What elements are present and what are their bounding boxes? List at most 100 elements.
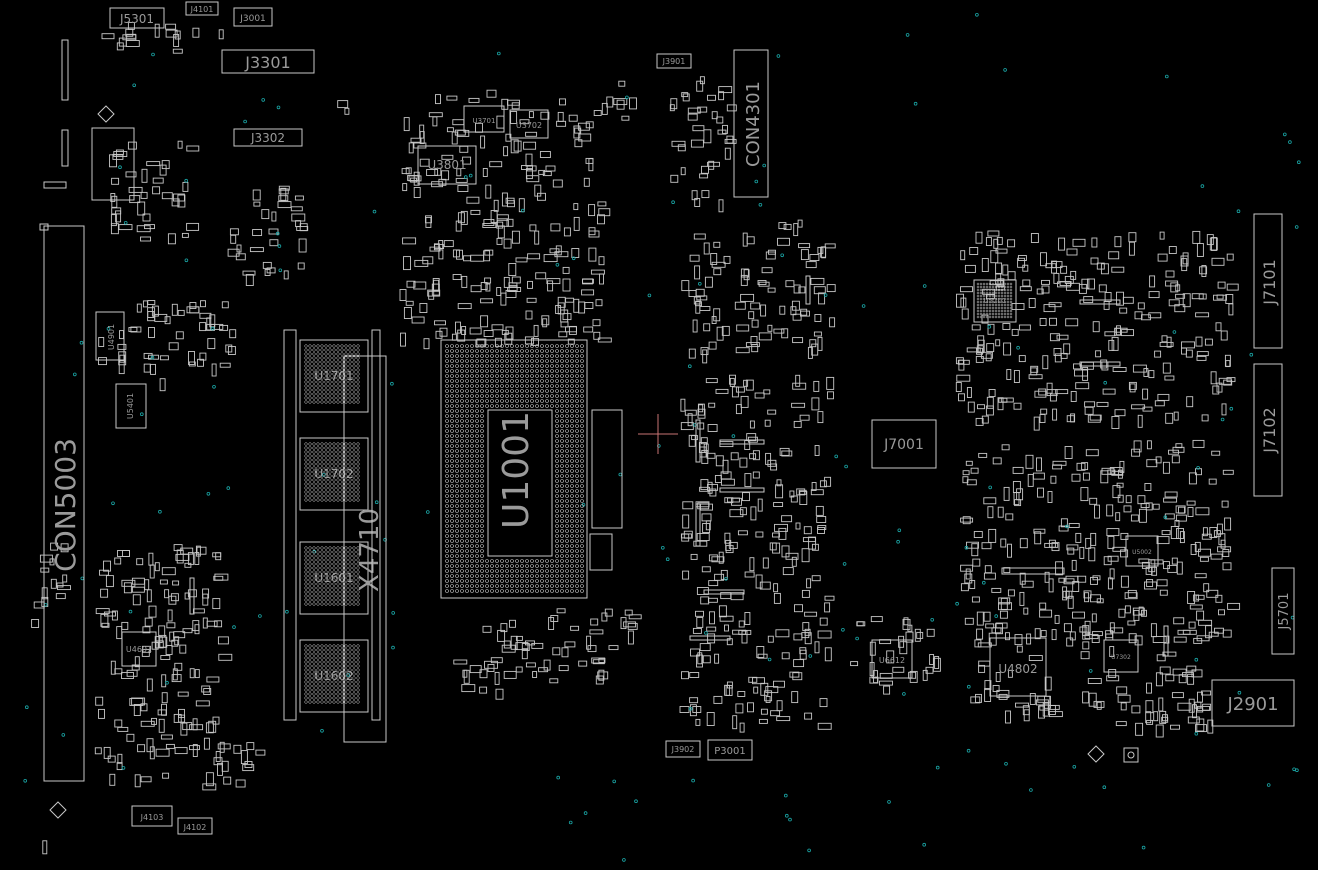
smd-pad <box>592 319 601 327</box>
bga-ball <box>450 544 454 548</box>
component-con4301[interactable]: CON4301 <box>733 49 769 198</box>
bga-ball <box>555 374 559 378</box>
bga-ball <box>480 549 484 553</box>
bga-ball <box>520 384 524 388</box>
via <box>1295 768 1299 772</box>
smd-pad <box>1215 594 1223 603</box>
smd-pad <box>682 570 690 580</box>
smd-pad <box>690 139 704 148</box>
bga-ball <box>545 559 549 563</box>
smd-pad <box>1037 487 1044 498</box>
smd-pad <box>754 392 765 399</box>
smd-pad <box>160 655 171 660</box>
smd-pad <box>689 672 700 678</box>
smd-pad <box>1155 672 1163 687</box>
smd-pad <box>188 351 195 365</box>
ball-pad <box>312 372 316 376</box>
component-u4901[interactable]: U4901 <box>95 311 125 361</box>
smd-pad <box>987 230 1000 237</box>
smd-pad <box>1187 716 1200 724</box>
bga-ball <box>580 424 584 428</box>
component-u3701[interactable]: U3701 <box>463 105 505 133</box>
bga-ball <box>565 489 569 493</box>
bga-ball <box>560 529 564 533</box>
smd-pad <box>696 533 710 541</box>
smd-pad <box>180 547 194 555</box>
bga-ball <box>545 574 549 578</box>
smd-pad <box>773 680 785 688</box>
smd-pad <box>154 562 160 572</box>
via <box>583 811 588 815</box>
ball-pad <box>324 356 328 360</box>
ball-pad <box>332 348 336 352</box>
bga-ball <box>470 539 474 543</box>
bga-ball <box>555 464 559 468</box>
smd-pad <box>249 247 264 253</box>
smd-pad <box>1220 330 1228 341</box>
bga-ball <box>575 539 579 543</box>
component-j4101[interactable]: J4101 <box>185 1 219 16</box>
smd-pad <box>413 281 427 290</box>
smd-pad <box>186 222 200 231</box>
smd-pad <box>586 635 592 650</box>
ball-pad <box>336 364 340 368</box>
component-j3901[interactable]: J3901 <box>656 53 692 69</box>
smd-pad <box>850 661 859 667</box>
smd-pad <box>278 195 289 202</box>
ball-pad <box>328 360 332 364</box>
smd-pad <box>1039 318 1047 326</box>
smd-pad <box>698 442 707 453</box>
smd-pad <box>142 626 151 634</box>
component-u3801[interactable]: U3801 <box>417 145 477 185</box>
bga-ball <box>480 504 484 508</box>
bga-ball <box>580 479 584 483</box>
component-j3301[interactable]: J3301 <box>221 49 315 74</box>
smd-pad <box>697 106 708 113</box>
component-u3702[interactable]: U3702 <box>509 109 549 139</box>
bga-ball <box>570 439 574 443</box>
smd-pad <box>1053 348 1062 356</box>
smd-pad <box>681 533 690 542</box>
bga-ball <box>480 584 484 588</box>
smd-pad <box>221 760 229 772</box>
bga-ball <box>580 369 584 373</box>
smd-pad <box>1027 473 1034 487</box>
smd-pad <box>899 641 908 655</box>
bga-ball <box>530 379 534 383</box>
smd-pad <box>743 379 749 387</box>
smd-pad <box>608 645 619 651</box>
smd-pad <box>966 479 977 486</box>
ball-pad <box>340 364 344 368</box>
bga-ball <box>570 534 574 538</box>
smd-pad <box>883 685 891 695</box>
bga-ball <box>465 584 469 588</box>
bga-ball <box>580 549 584 553</box>
bga-ball <box>580 434 584 438</box>
bga-ball <box>575 524 579 528</box>
ball-pad <box>332 364 336 368</box>
smd-pad <box>744 612 751 625</box>
bga-ball <box>475 524 479 528</box>
smd-pad <box>1120 575 1129 588</box>
component-u5401[interactable]: U5401 <box>115 383 147 429</box>
bga-ball <box>465 589 469 593</box>
bga-ball <box>580 554 584 558</box>
component-j5301[interactable]: J5301 <box>109 7 165 29</box>
smd-pad <box>730 452 739 461</box>
component-j3302[interactable]: J3302 <box>233 128 303 147</box>
bga-ball <box>460 424 464 428</box>
bga-ball <box>580 409 584 413</box>
component-j3001[interactable]: J3001 <box>233 7 273 27</box>
smd-pad <box>765 686 779 694</box>
component-con5003[interactable]: CON5003 <box>39 223 85 782</box>
smd-pad <box>1022 264 1029 272</box>
ball-pad <box>352 364 356 368</box>
smd-pad <box>1173 636 1187 643</box>
ball-pad <box>336 372 340 376</box>
bga-ball <box>580 539 584 543</box>
bga-ball <box>575 554 579 558</box>
smd-pad <box>298 238 307 253</box>
bga-ball <box>580 534 584 538</box>
bga-ball <box>455 424 459 428</box>
